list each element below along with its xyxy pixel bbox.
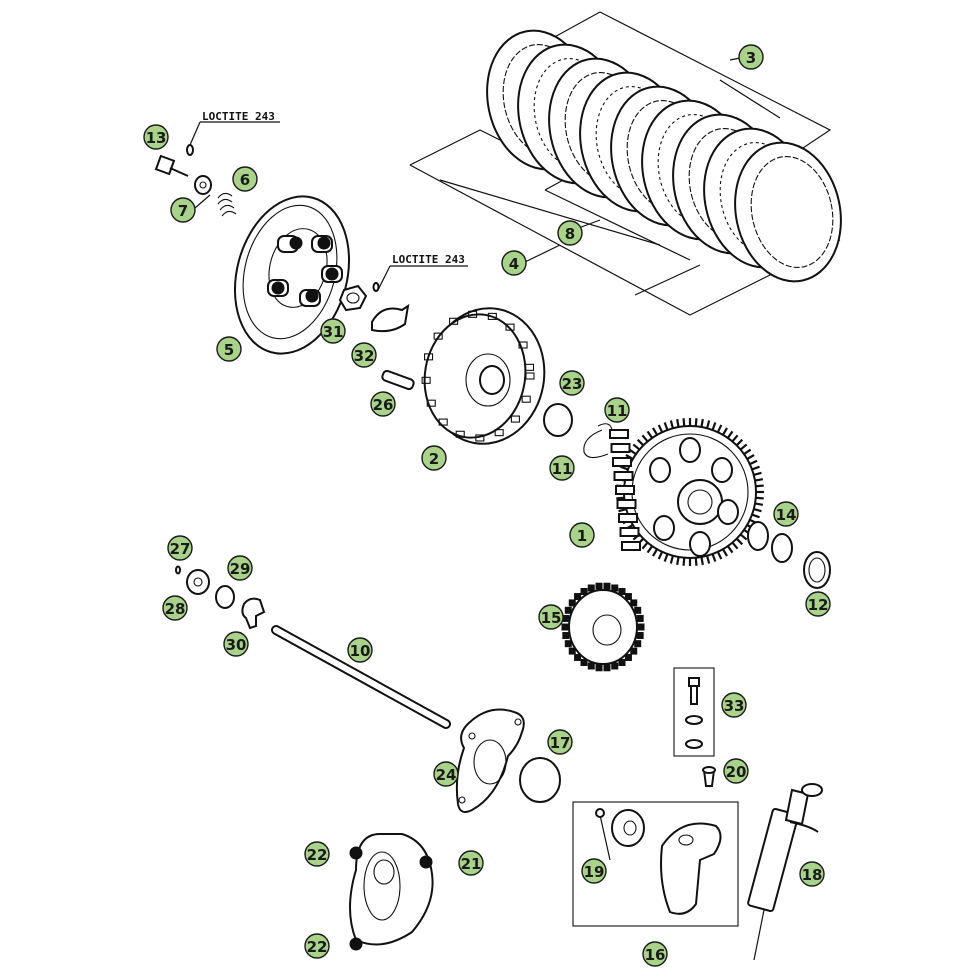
callout-label: 23	[562, 375, 583, 393]
pressure-plate	[233, 195, 351, 355]
callout-label: 16	[645, 946, 666, 964]
callout-badge-19: 19	[581, 858, 607, 884]
callout-label: 30	[226, 636, 247, 654]
slave-cylinder	[747, 783, 823, 961]
release-mechanism	[572, 801, 739, 927]
pushrod	[271, 625, 451, 729]
callout-label: 26	[373, 396, 394, 414]
callout-badge-10: 10	[347, 637, 373, 663]
shim-and-circlips	[543, 403, 613, 459]
callout-badge-15: 15	[538, 604, 564, 630]
callout-badge-26: 26	[370, 391, 396, 417]
loctite-note-upper: LOCTITE 243	[202, 110, 275, 123]
nut-tab-washer	[338, 282, 415, 391]
callout-label: 27	[170, 540, 191, 558]
callout-label: 12	[808, 596, 829, 614]
callout-badge-31: 31	[320, 318, 346, 344]
callout-label: 22	[307, 846, 328, 864]
callout-label: 32	[354, 347, 375, 365]
callout-badge-3: 3	[738, 44, 764, 70]
callout-badge-23: 23	[559, 370, 585, 396]
needle-bearings	[747, 521, 831, 589]
bolt-washer-kit	[673, 667, 715, 757]
callout-label: 11	[552, 460, 573, 478]
callout-label: 6	[240, 171, 250, 189]
bolt-washer-spring	[154, 121, 280, 217]
callout-badge-7: 7	[170, 197, 196, 223]
callout-badge-22: 22	[304, 841, 330, 867]
callout-label: 13	[146, 129, 167, 147]
callout-badge-2: 2	[421, 445, 447, 471]
callout-badge-17: 17	[547, 729, 573, 755]
callout-label: 19	[584, 863, 605, 881]
callout-badge-6: 6	[232, 166, 258, 192]
primary-gear	[561, 582, 645, 672]
callout-badge-5: 5	[216, 336, 242, 362]
callout-label: 10	[350, 642, 371, 660]
callout-label: 17	[550, 734, 571, 752]
callout-badge-24: 24	[433, 761, 459, 787]
callout-badge-18: 18	[799, 861, 825, 887]
callout-label: 28	[165, 600, 186, 618]
callout-badge-1: 1	[569, 522, 595, 548]
callout-label: 1	[577, 527, 587, 545]
callout-label: 3	[746, 49, 756, 67]
callout-badge-8: 8	[557, 220, 583, 246]
plug	[702, 766, 716, 787]
callout-label: 31	[323, 323, 344, 341]
callout-badge-21: 21	[458, 850, 484, 876]
callout-badge-22: 22	[304, 933, 330, 959]
callout-label: 21	[461, 855, 482, 873]
pushrod-seal-parts	[175, 565, 266, 630]
clutch-cover	[349, 833, 434, 951]
callout-badge-14: 14	[773, 501, 799, 527]
callout-label: 22	[307, 938, 328, 956]
callout-badge-12: 12	[805, 591, 831, 617]
clutch-plate-stack	[409, 11, 842, 316]
callout-badge-16: 16	[642, 941, 668, 967]
callout-label: 33	[724, 697, 745, 715]
callout-label: 8	[565, 225, 575, 243]
callout-badge-20: 20	[723, 758, 749, 784]
callout-badge-33: 33	[721, 692, 747, 718]
callout-label: 7	[178, 202, 188, 220]
clutch-plate	[734, 141, 842, 283]
callout-badge-29: 29	[227, 555, 253, 581]
outer-clutch-basket	[609, 418, 764, 566]
callout-label: 14	[776, 506, 797, 524]
callout-badge-30: 30	[223, 631, 249, 657]
callout-label: 24	[436, 766, 457, 784]
callout-badge-27: 27	[167, 535, 193, 561]
callout-label: 15	[541, 609, 562, 627]
callout-badge-4: 4	[501, 250, 527, 276]
callout-badge-11: 11	[604, 397, 630, 423]
callout-label: 2	[429, 450, 439, 468]
callout-label: 4	[509, 255, 519, 273]
loctite-note-lower: LOCTITE 243	[392, 253, 465, 266]
callout-badge-13: 13	[143, 124, 169, 150]
callout-label: 5	[224, 341, 234, 359]
callout-label: 20	[726, 763, 747, 781]
callout-badge-28: 28	[162, 595, 188, 621]
callout-label: 11	[607, 402, 628, 420]
inner-clutch-hub	[421, 307, 546, 445]
callout-label: 18	[802, 866, 823, 884]
callout-badge-11: 11	[549, 455, 575, 481]
callout-label: 29	[230, 560, 251, 578]
callout-badge-32: 32	[351, 342, 377, 368]
gasket-and-oring	[455, 708, 561, 813]
